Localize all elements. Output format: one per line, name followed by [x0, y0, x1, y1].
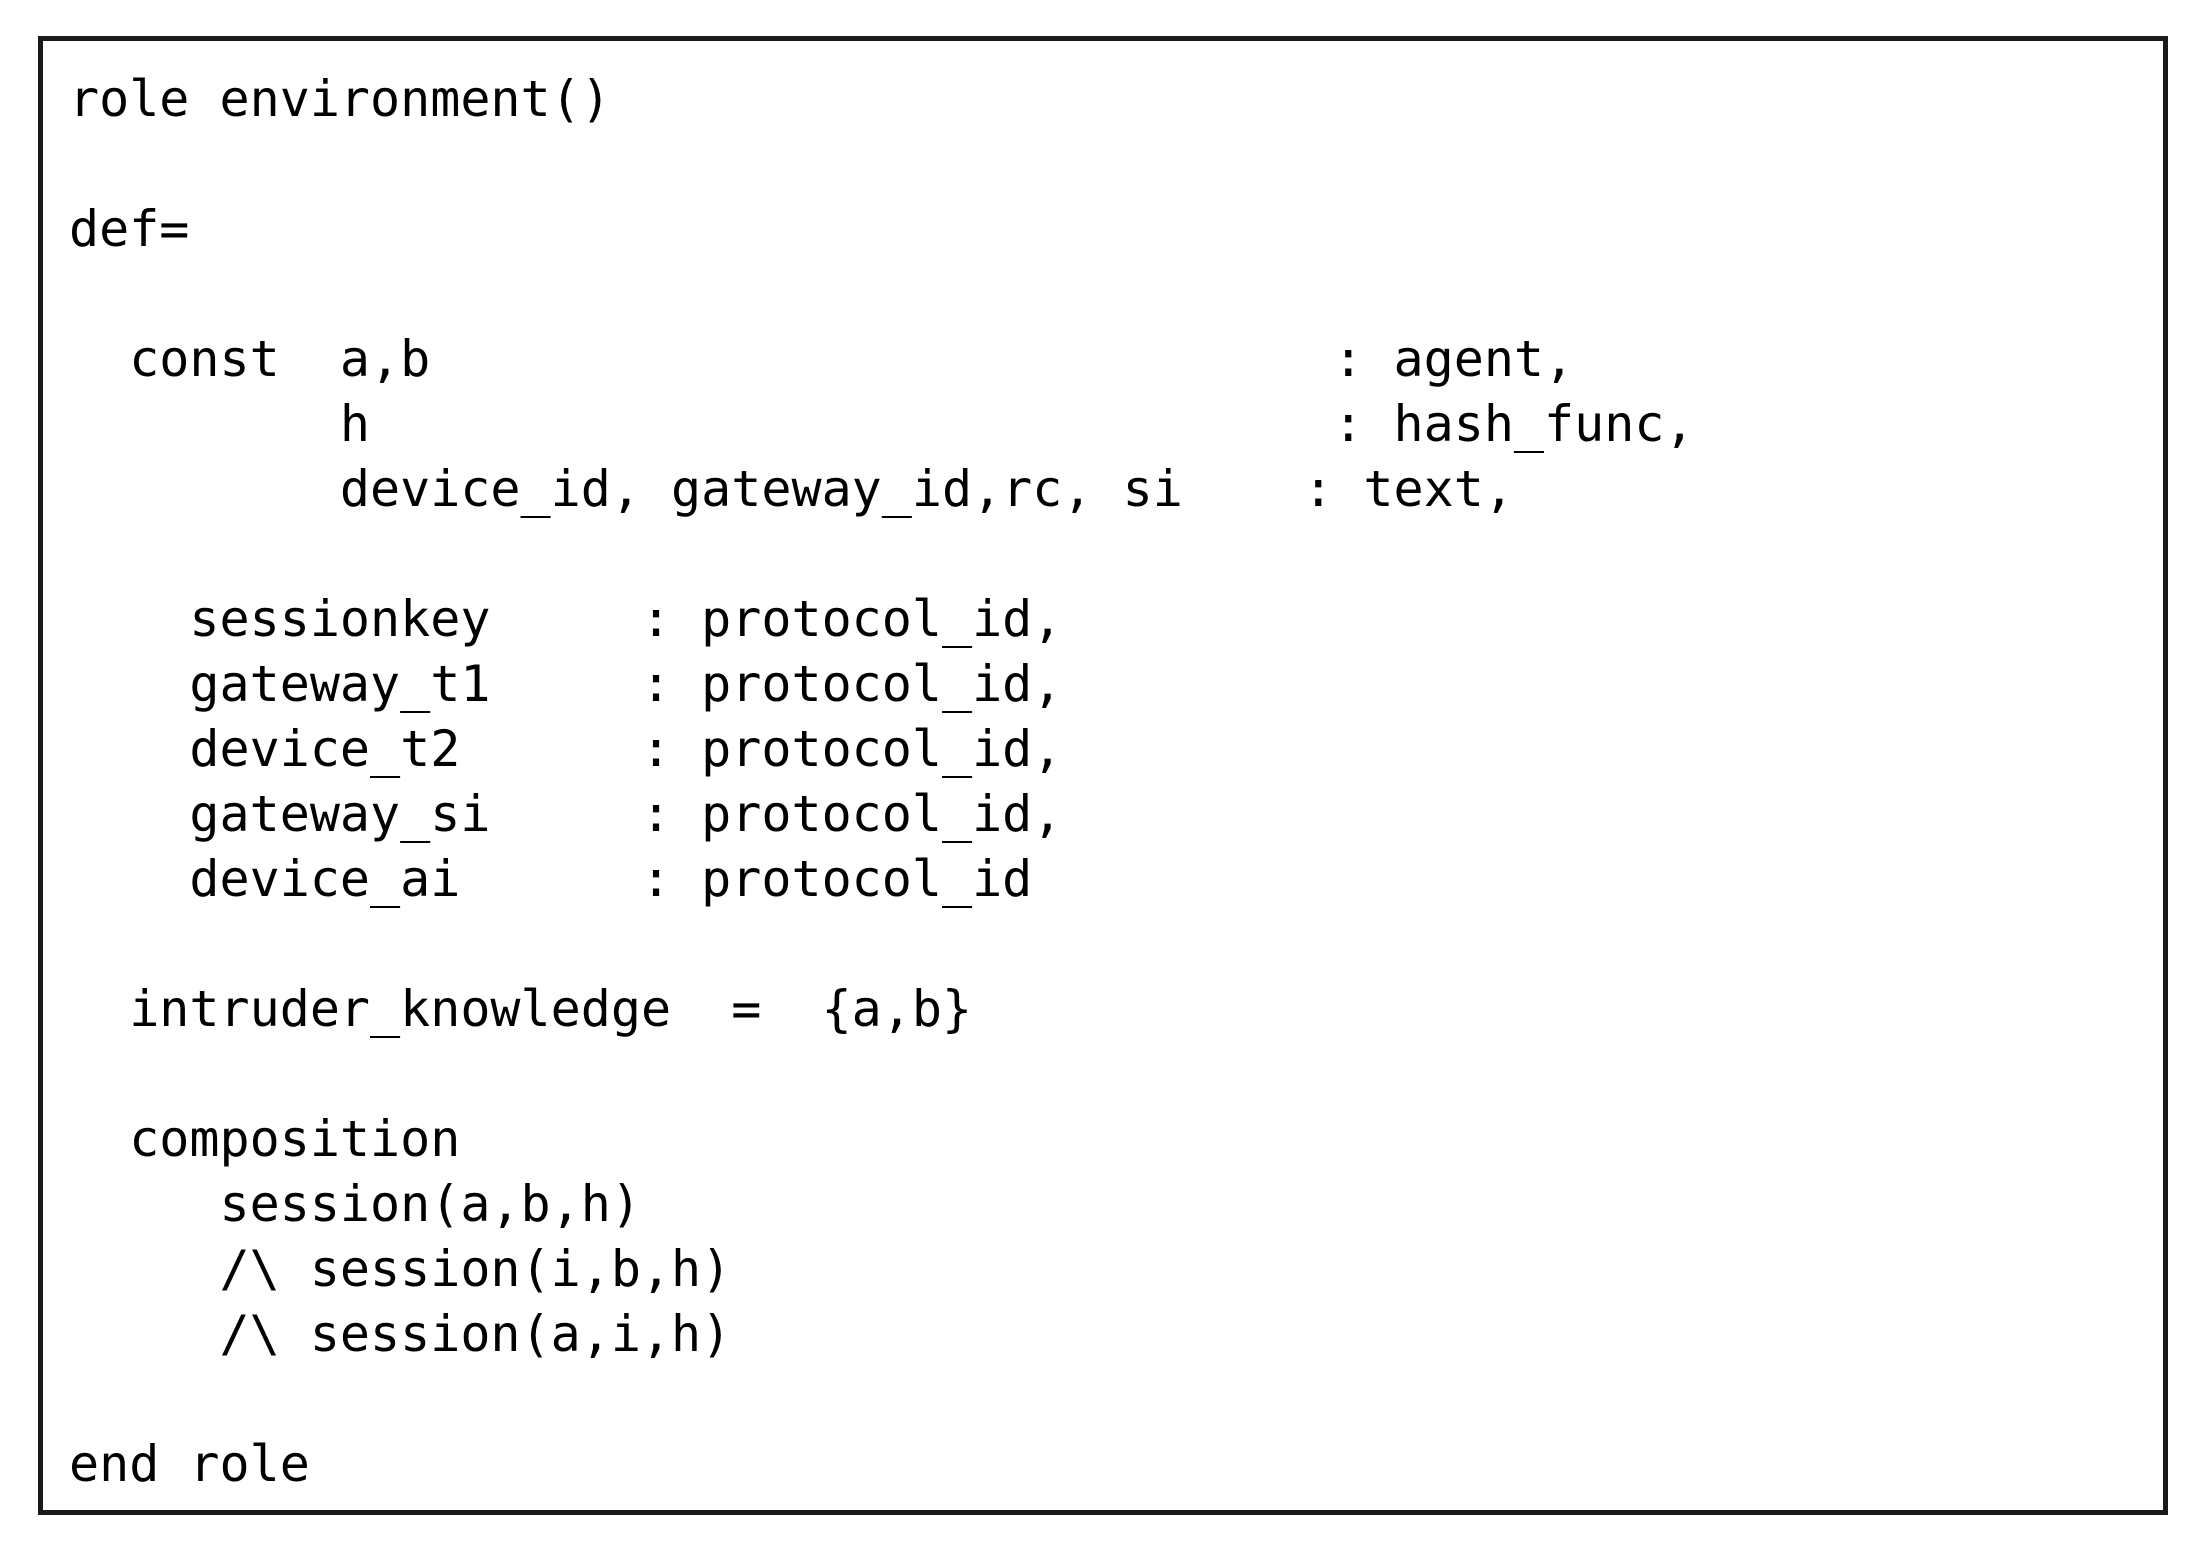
- code-line-blank: [69, 1042, 2145, 1107]
- code-line-session-3: /\ session(a,i,h): [69, 1305, 732, 1363]
- code-line-const-hashfunc: h : hash_func,: [69, 395, 1695, 453]
- code-line-sessionkey: sessionkey : protocol_id,: [69, 590, 1063, 648]
- code-line-def: def=: [69, 200, 190, 258]
- code-line-intruder-knowledge: intruder_knowledge = {a,b}: [69, 980, 973, 1038]
- code-line-composition: composition: [69, 1110, 461, 1168]
- code-line-role-header: role environment(): [69, 70, 611, 128]
- code-listing: role environment() def= const a,b : agen…: [43, 41, 2163, 1497]
- code-line-device-ai: device_ai : protocol_id: [69, 850, 1033, 908]
- code-line-gateway-t1: gateway_t1 : protocol_id,: [69, 655, 1063, 713]
- code-line-const-agent: const a,b : agent,: [69, 330, 1575, 388]
- code-line-blank: [69, 262, 2145, 327]
- code-line-end-role: end role: [69, 1435, 310, 1493]
- code-line-blank: [69, 912, 2145, 977]
- code-line-blank: [69, 1367, 2145, 1432]
- code-line-blank: [69, 522, 2145, 587]
- code-line-session-2: /\ session(i,b,h): [69, 1240, 732, 1298]
- code-line-device-t2: device_t2 : protocol_id,: [69, 720, 1063, 778]
- code-figure-frame: role environment() def= const a,b : agen…: [38, 36, 2168, 1515]
- code-line-session-1: session(a,b,h): [69, 1175, 641, 1233]
- code-line-gateway-si: gateway_si : protocol_id,: [69, 785, 1063, 843]
- code-line-const-text: device_id, gateway_id,rc, si : text,: [69, 460, 1514, 518]
- code-line-blank: [69, 132, 2145, 197]
